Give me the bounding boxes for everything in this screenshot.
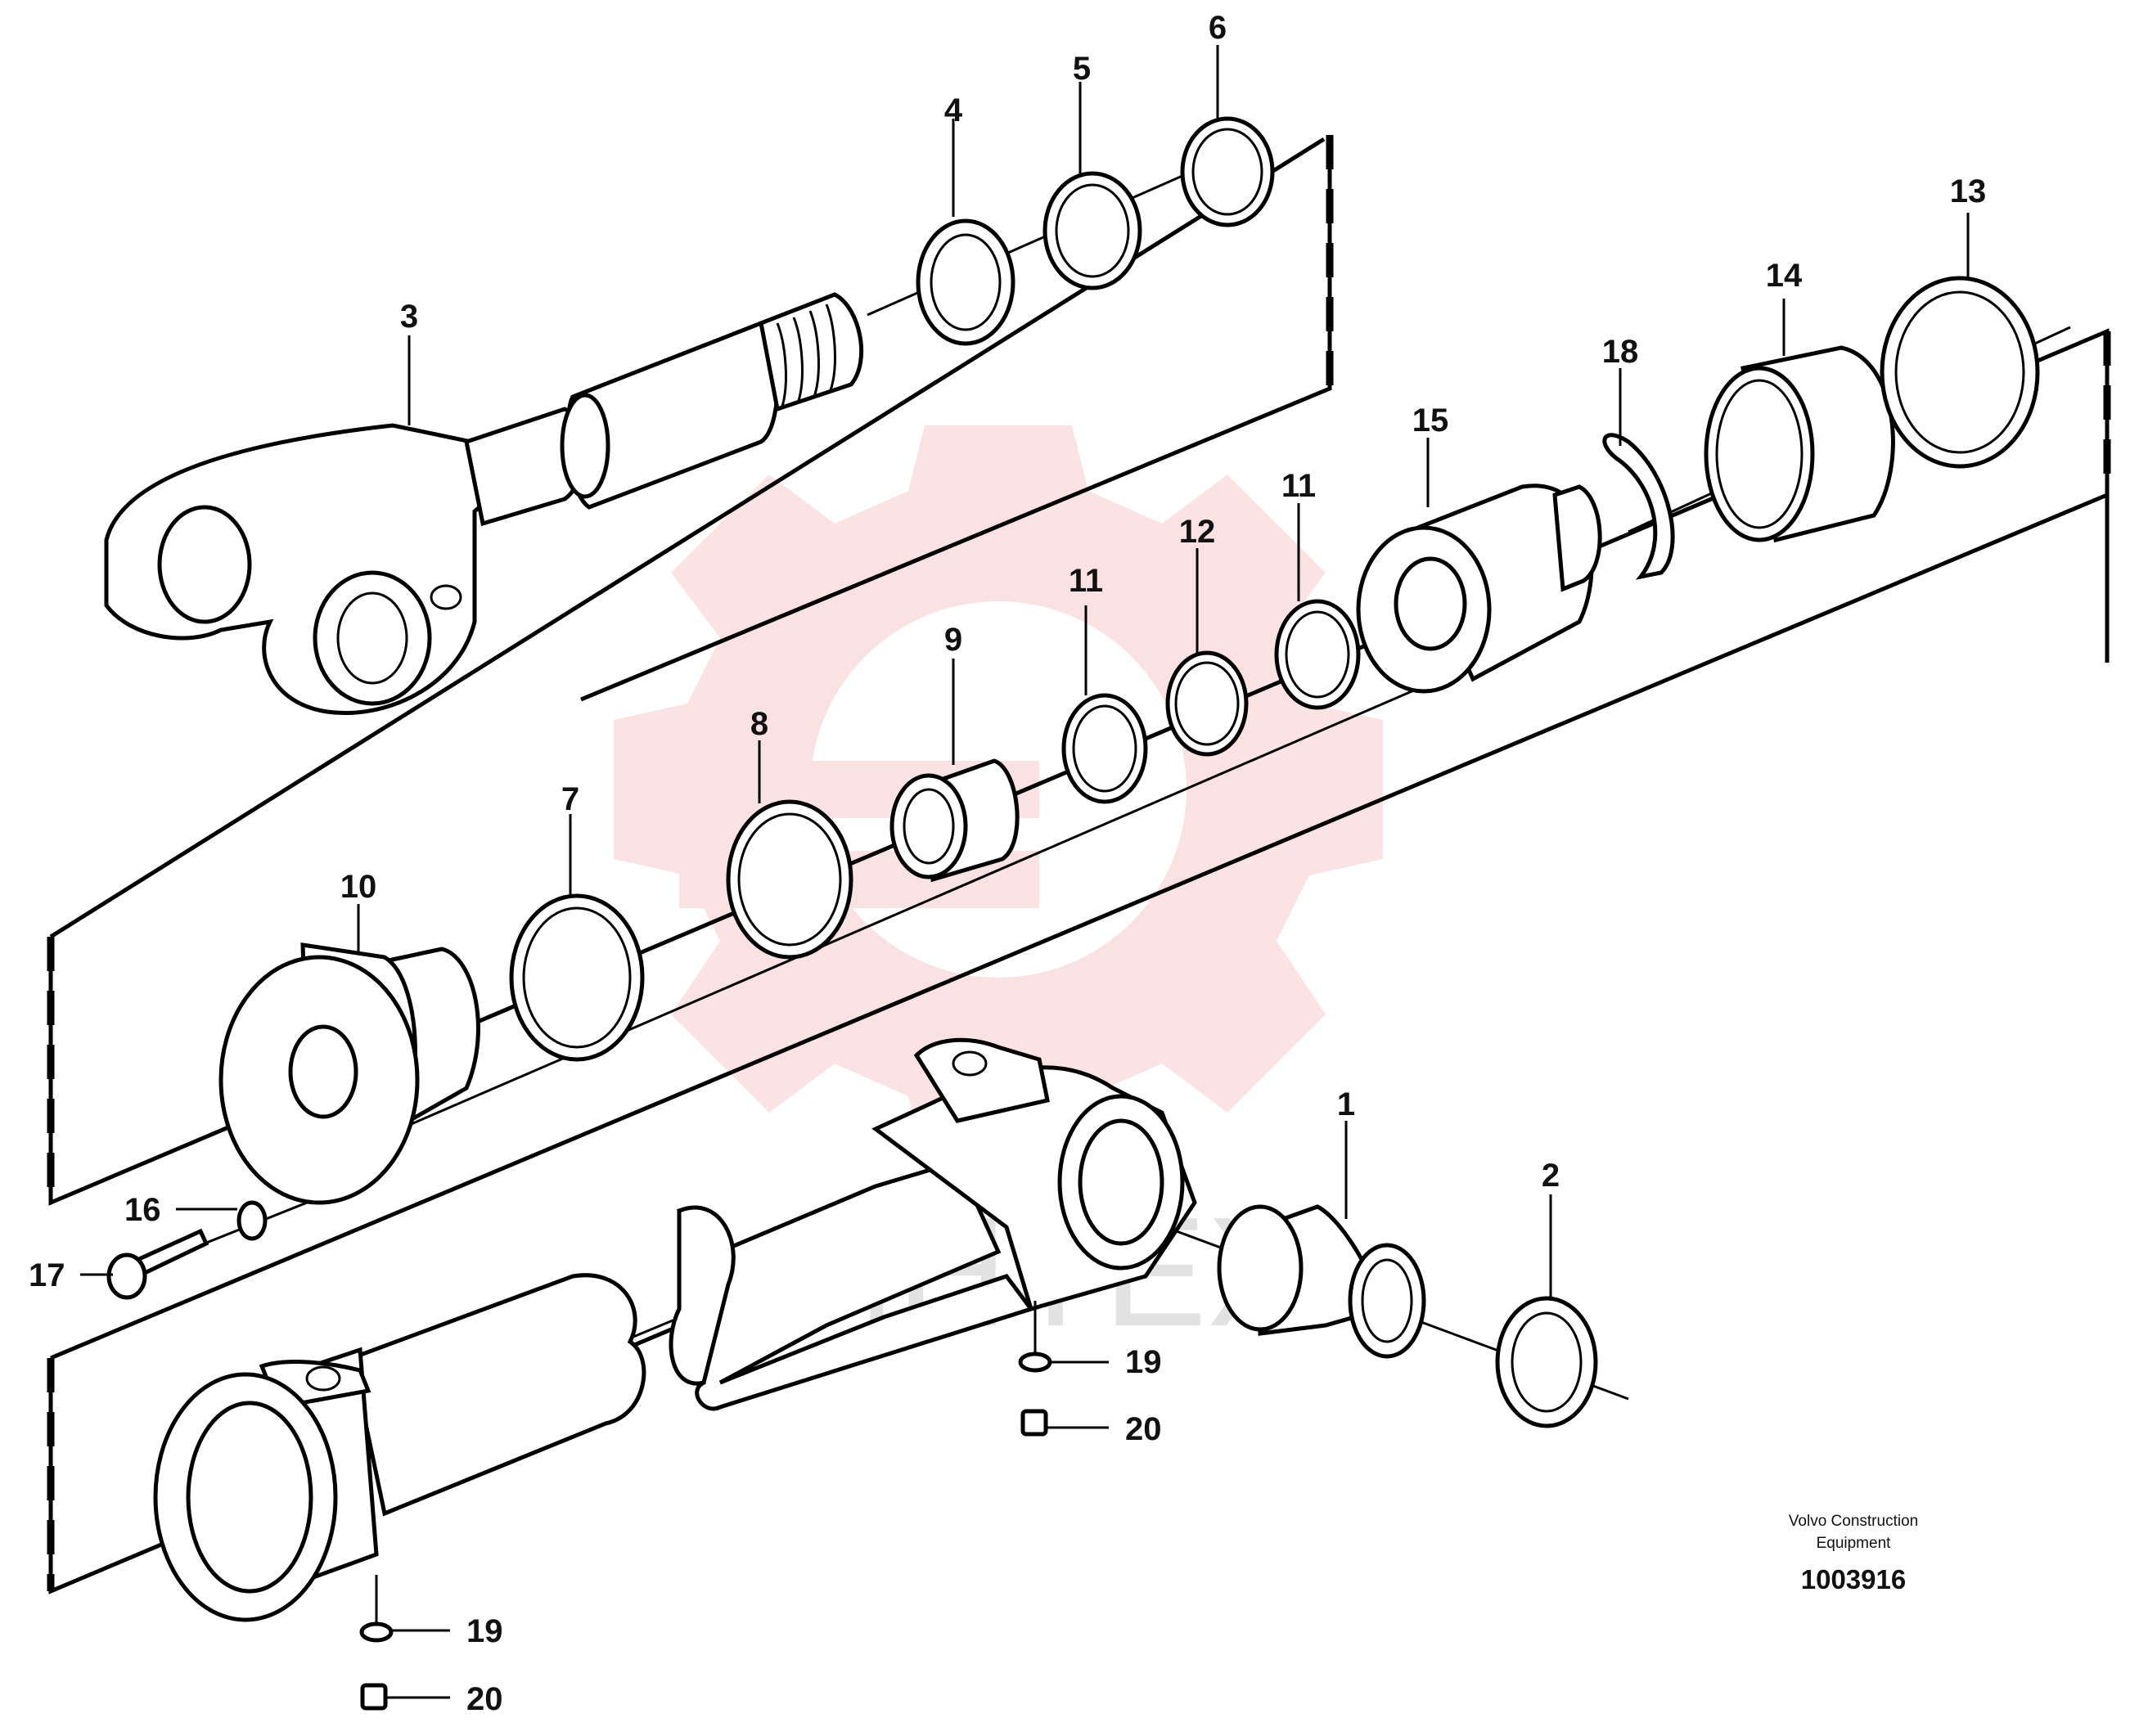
cylinder-body-lower [153, 1273, 646, 1622]
washer-19-upper [1018, 1351, 1052, 1373]
label-part-6: 6 [1209, 10, 1227, 46]
bolt-17 [106, 1228, 209, 1300]
label-part-19-upper: 19 [1125, 1344, 1162, 1380]
seal-5 [1042, 171, 1142, 290]
label-part-4: 4 [944, 92, 963, 128]
label-part-20-lower: 20 [466, 1681, 503, 1717]
frame-upper [580, 135, 1334, 702]
label-part-11-left: 11 [1069, 563, 1103, 599]
ring-13 [1880, 276, 2040, 469]
label-part-14: 14 [1766, 258, 1803, 294]
label-part-13: 13 [1950, 173, 1987, 209]
label-part-1: 1 [1337, 1086, 1355, 1122]
caption-line-2: Equipment [1817, 1535, 1892, 1552]
seal-4 [916, 218, 1015, 346]
bushing-9 [889, 758, 1020, 883]
label-part-20-upper: 20 [1125, 1411, 1162, 1447]
seal-2 [1495, 1296, 1598, 1428]
plug-20-lower [360, 1683, 388, 1711]
label-part-2: 2 [1542, 1158, 1560, 1194]
label-part-5: 5 [1073, 51, 1091, 87]
guide-ring-14 [1704, 345, 1895, 543]
label-part-12: 12 [1179, 514, 1216, 550]
label-part-19-lower: 19 [466, 1613, 503, 1649]
label-part-8: 8 [750, 706, 768, 742]
label-part-11-right: 11 [1281, 468, 1316, 504]
leader-lines [80, 45, 1970, 1699]
plug-20-upper [1020, 1409, 1048, 1437]
label-part-9: 9 [944, 622, 962, 658]
label-part-15: 15 [1412, 403, 1449, 438]
label-part-3: 3 [400, 299, 418, 335]
drawing-number: 1003916 [1801, 1564, 1906, 1594]
oring-7 [509, 893, 645, 1062]
caption-line-1: Volvo Construction [1789, 1513, 1918, 1530]
label-part-16: 16 [124, 1192, 161, 1228]
label-part-17: 17 [29, 1257, 65, 1293]
piston-15 [1356, 483, 1602, 694]
cylinder-tube [669, 1037, 1197, 1411]
ring-12 [1165, 650, 1249, 757]
cylinder-head [218, 942, 480, 1205]
label-part-18: 18 [1602, 334, 1639, 370]
circlip-18 [1602, 433, 1675, 580]
washer-16 [236, 1200, 268, 1241]
ring-11a [1061, 693, 1148, 804]
seal-6 [1180, 116, 1275, 227]
oring-8 [726, 799, 853, 960]
ring-11b [1274, 599, 1361, 710]
washer-19-lower [359, 1621, 394, 1643]
piston-rod-eye [104, 292, 864, 715]
bushing-1 [1217, 1204, 1426, 1359]
label-part-10: 10 [340, 869, 377, 905]
label-part-7: 7 [561, 781, 579, 817]
